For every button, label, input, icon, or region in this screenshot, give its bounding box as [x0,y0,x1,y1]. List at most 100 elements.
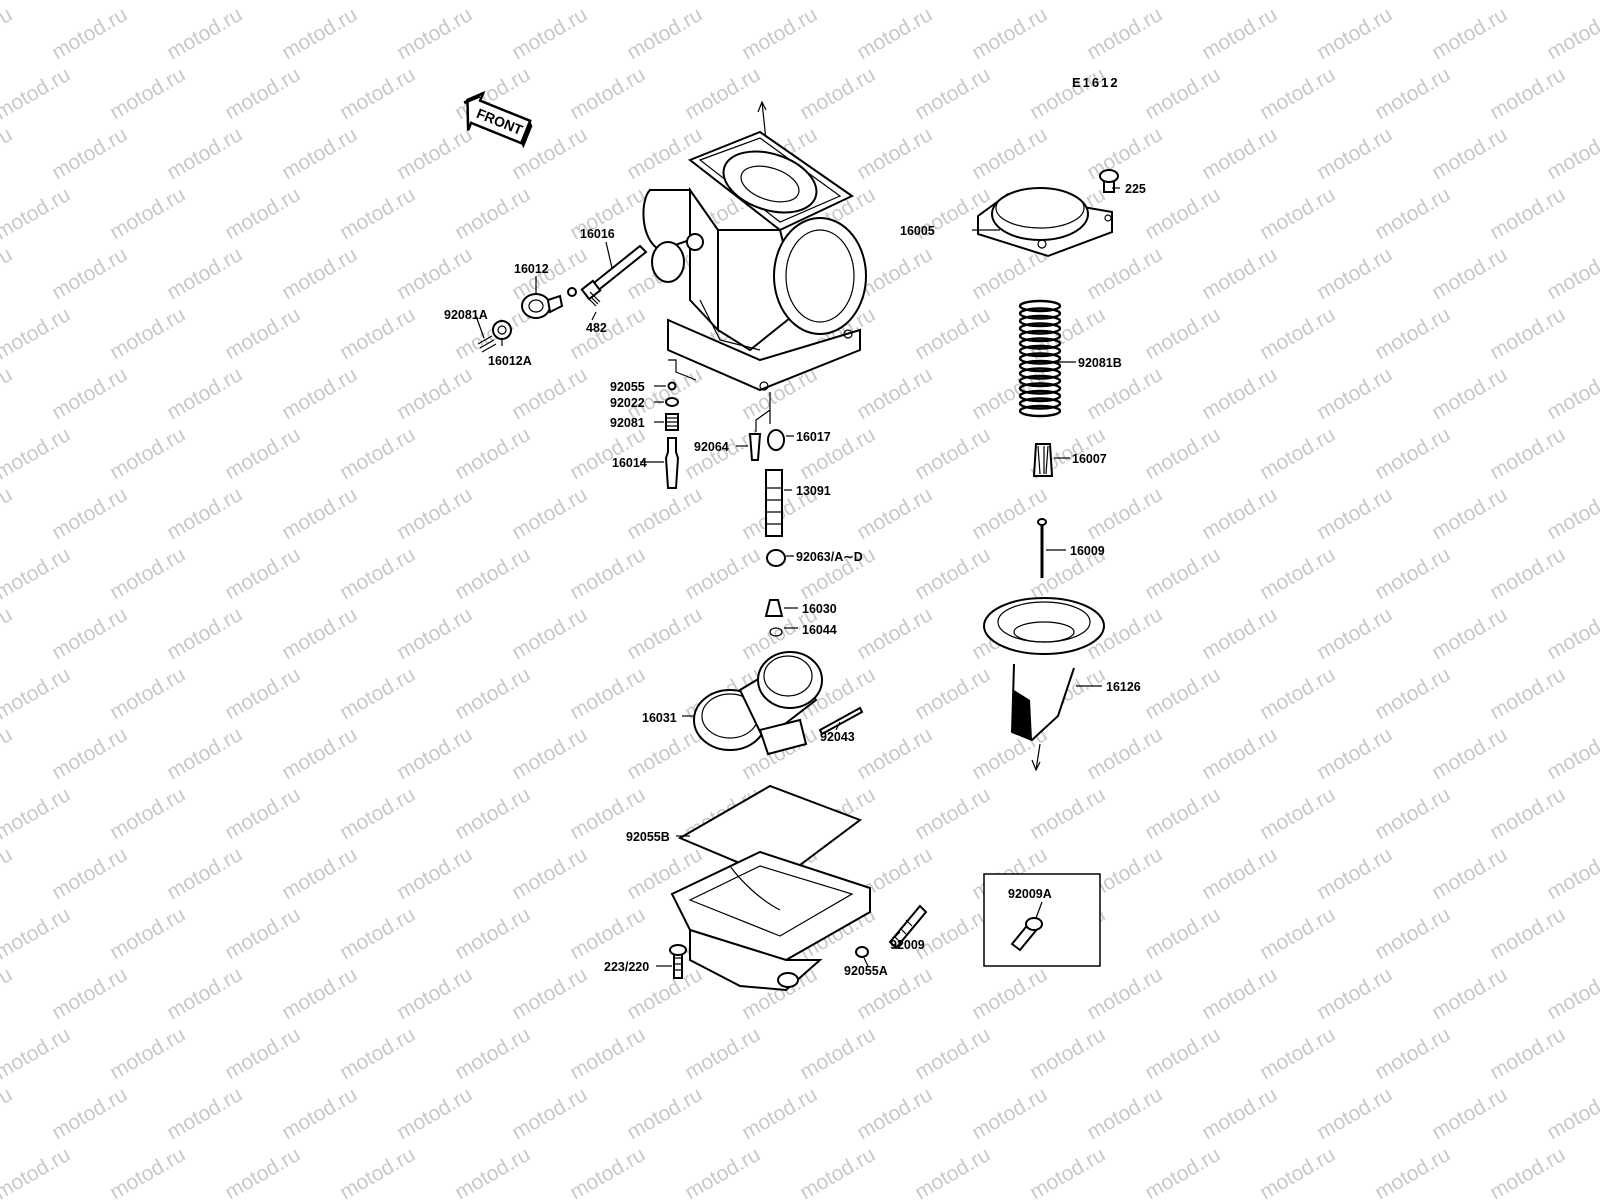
spring-coil [1018,307,1062,320]
watermark-text: motod.ru [0,963,16,1024]
watermark-text: motod.ru [221,903,304,964]
watermark-text: motod.ru [1543,603,1600,664]
watermark-text: motod.ru [163,603,246,664]
watermark-text: motod.ru [221,1023,304,1084]
watermark-text: motod.ru [1256,543,1339,604]
watermark-text: motod.ru [1543,483,1600,544]
watermark-text: motod.ru [1371,303,1454,364]
label-92043: 92043 [820,730,855,744]
watermark-text: motod.ru [1256,1023,1339,1084]
label-92081: 92081 [610,416,645,430]
watermark-text: motod.ru [1083,483,1166,544]
watermark-text: motod.ru [508,3,591,64]
watermark-text: motod.ru [0,483,16,544]
watermark-text: motod.ru [1083,963,1166,1024]
watermark-text: motod.ru [796,1143,879,1200]
spring-coil [1018,337,1062,350]
watermark-text: motod.ru [1543,723,1600,784]
watermark-text: motod.ru [106,543,189,604]
watermark-text: motod.ru [106,663,189,724]
watermark-text: motod.ru [221,543,304,604]
watermark-text: motod.ru [0,723,16,784]
washer-16012A [492,320,512,340]
watermark-text: motod.ru [1026,783,1109,844]
watermark-text: motod.ru [681,63,764,124]
spring-coil [1018,374,1062,388]
watermark-text: motod.ru [1198,723,1281,784]
watermark-text: motod.ru [163,123,246,184]
watermark-text: motod.ru [0,183,74,244]
watermark-text: motod.ru [566,423,649,484]
label-92081A: 92081A [444,308,488,322]
watermark-text: motod.ru [451,1143,534,1200]
watermark-text: motod.ru [1198,123,1281,184]
screw-225 [1099,169,1119,193]
watermark-text: motod.ru [1313,483,1396,544]
watermark-text: motod.ru [393,483,476,544]
spring-482 [567,287,601,307]
watermark-text: motod.ru [853,603,936,664]
watermark-text: motod.ru [508,363,591,424]
watermark-text: motod.ru [278,483,361,544]
watermark-text: motod.ru [451,1023,534,1084]
watermark-text: motod.ru [0,543,74,604]
label-16012: 16012 [514,262,549,276]
watermark-text: motod.ru [968,3,1051,64]
watermark-text: motod.ru [0,303,74,364]
watermark-text: motod.ru [0,1083,16,1144]
needle-holder-16007 [1032,443,1054,477]
watermark-text: motod.ru [0,903,74,964]
watermark-text: motod.ru [106,903,189,964]
label-16009: 16009 [1070,544,1105,558]
watermark-text: motod.ru [278,963,361,1024]
label-16017: 16017 [796,430,831,444]
watermark-text: motod.ru [393,363,476,424]
watermark-text: motod.ru [336,783,419,844]
watermark-text: motod.ru [163,723,246,784]
watermark-text: motod.ru [1543,363,1600,424]
watermark-text: motod.ru [163,3,246,64]
watermark-text: motod.ru [1543,243,1600,304]
watermark-text: motod.ru [1486,63,1569,124]
watermark-text: motod.ru [1083,123,1166,184]
watermark-text: motod.ru [48,603,131,664]
watermark-text: motod.ru [1543,963,1600,1024]
watermark-text: motod.ru [48,3,131,64]
watermark-text: motod.ru [393,723,476,784]
watermark-text: motod.ru [1371,783,1454,844]
watermark-text: motod.ru [451,783,534,844]
label-92081B: 92081B [1078,356,1122,370]
watermark-text: motod.ru [0,63,74,124]
watermark-text: motod.ru [1371,1023,1454,1084]
watermark-text: motod.ru [911,663,994,724]
watermark-text: motod.ru [163,243,246,304]
spring-coil [1018,352,1062,365]
watermark-text: motod.ru [853,3,936,64]
watermark-text: motod.ru [1371,63,1454,124]
label-16044: 16044 [802,623,837,637]
watermark-text: motod.ru [1083,1083,1166,1144]
watermark-text: motod.ru [221,303,304,364]
watermark-text: motod.ru [623,603,706,664]
jet-needle-16009 [1037,518,1047,578]
watermark-text: motod.ru [1198,963,1281,1024]
watermark-text: motod.ru [393,1083,476,1144]
watermark-text: motod.ru [623,1083,706,1144]
watermark-text: motod.ru [508,603,591,664]
watermark-text: motod.ru [336,183,419,244]
watermark-text: motod.ru [1198,603,1281,664]
watermark-text: motod.ru [623,723,706,784]
spring-92081B [1018,299,1062,418]
screw-223-220 [669,944,687,979]
watermark-text: motod.ru [0,423,74,484]
watermark-text: motod.ru [163,843,246,904]
spring-coil [1018,389,1062,403]
label-13091: 13091 [796,484,831,498]
watermark-text: motod.ru [221,1143,304,1200]
watermark-text: motod.ru [163,363,246,424]
watermark-text: motod.ru [0,783,74,844]
watermark-text: motod.ru [1486,783,1569,844]
watermark-text: motod.ru [336,903,419,964]
watermark-text: motod.ru [451,903,534,964]
watermark-text: motod.ru [106,423,189,484]
